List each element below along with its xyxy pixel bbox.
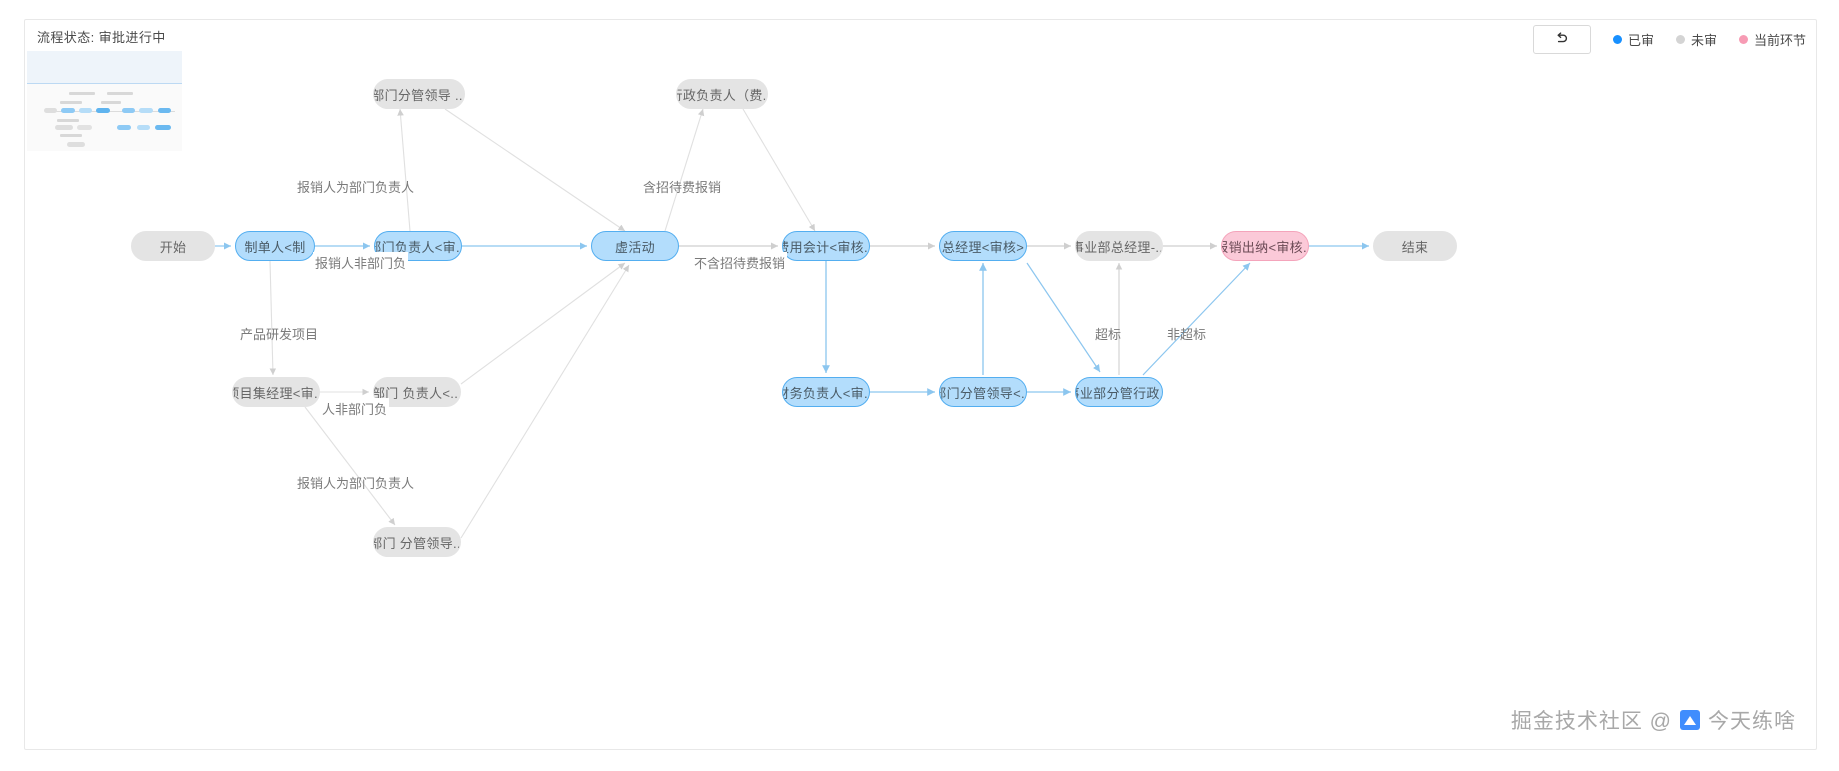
edge-label-text: 人非部门负 xyxy=(322,402,388,417)
minimap-node xyxy=(77,125,92,130)
minimap-label xyxy=(60,134,82,137)
minimap-node xyxy=(79,108,92,113)
node-virtual-activity[interactable]: 虚活动 xyxy=(591,231,679,261)
node-end[interactable]: 结束 xyxy=(1373,231,1457,261)
node-label: 财务负责人<审... xyxy=(782,385,869,401)
watermark: 掘金技术社区 @ 今天练啥 xyxy=(1511,705,1796,735)
minimap-node xyxy=(55,125,73,130)
node-bu-general-manager[interactable]: 事业部总经理-... xyxy=(1075,231,1163,261)
node-start[interactable]: 开始 xyxy=(131,231,215,261)
node-label: 开始 xyxy=(159,239,187,255)
edge-label-reporter-is-dept-head-bottom: 报销人为部门负责人 xyxy=(297,473,414,492)
edge-label-rnd-project: 产品研发项目 xyxy=(240,324,318,343)
minimap-label xyxy=(60,101,82,104)
minimap-node xyxy=(122,108,135,113)
minimap-label xyxy=(57,119,79,122)
node-label: 虚活动 xyxy=(615,239,655,255)
node-label: 报销出纳<审核... xyxy=(1221,239,1308,255)
minimap-thumbnail[interactable] xyxy=(27,51,182,151)
legend-dot-reviewed xyxy=(1612,34,1622,44)
watermark-text-right: 今天练啥 xyxy=(1708,710,1796,733)
node-label: 项目集经理<审... xyxy=(232,385,319,401)
edge-label-reporter-not-dept-head-bottom: 人非部门负 xyxy=(320,398,390,419)
node-finance-head[interactable]: 财务负责人<审... xyxy=(782,377,870,407)
edge-label-text: 报销人为部门负责人 xyxy=(297,180,415,195)
legend-label-unreviewed: 未审 xyxy=(1690,32,1717,48)
minimap-edge xyxy=(45,111,175,112)
node-label: 行政负责人（费... xyxy=(676,87,767,103)
minimap-node xyxy=(139,108,153,113)
edge-label-text: 不含招待费报销 xyxy=(694,256,786,271)
workflow-card: 流程状态: 审批进行中 已审 未审 当前环节 xyxy=(24,19,1817,750)
node-fee-accountant[interactable]: 费用会计<审核... xyxy=(782,231,870,261)
edge-label-reporter-is-dept-head-top: 报销人为部门负责人 xyxy=(297,177,414,196)
legend-bar: 已审 未审 当前环节 xyxy=(1532,24,1806,54)
node-admin-head[interactable]: 行政负责人（费... xyxy=(676,79,768,109)
node-bu-admin[interactable]: 事业部分管行政... xyxy=(1075,377,1163,407)
minimap-node xyxy=(137,125,150,130)
edge-label-not-over-standard: 非超标 xyxy=(1167,324,1206,343)
undo-icon[interactable] xyxy=(1532,24,1591,54)
node-label: 事业部分管行政... xyxy=(1076,385,1162,401)
minimap-label xyxy=(101,101,121,104)
node-label: 部门分管领导<... xyxy=(939,385,1026,401)
node-label: 结束 xyxy=(1401,239,1429,255)
node-label: 部门 分管领导... xyxy=(373,535,461,551)
minimap-viewport[interactable] xyxy=(27,51,182,84)
edge-label-text: 产品研发项目 xyxy=(240,327,319,342)
juejin-logo-icon xyxy=(1680,710,1700,730)
undo-glyph xyxy=(1557,32,1567,43)
legend-item-unreviewed[interactable]: 未审 xyxy=(1675,30,1717,49)
legend-label-current: 当前环节 xyxy=(1753,32,1806,48)
node-label: 事业部总经理-... xyxy=(1075,239,1163,255)
minimap-node xyxy=(61,108,75,113)
minimap-node xyxy=(155,125,171,130)
minimap-node xyxy=(67,142,85,147)
legend-label-reviewed: 已审 xyxy=(1627,32,1654,48)
edge-label-text: 非超标 xyxy=(1167,327,1207,342)
legend-dot-current xyxy=(1738,34,1748,44)
node-dept-leader-top[interactable]: 部门分管领导 ... xyxy=(373,79,465,109)
edge-label-text: 报销人非部门负 xyxy=(315,256,407,271)
legend-item-reviewed[interactable]: 已审 xyxy=(1612,30,1654,49)
graph-canvas[interactable]: 开始 制单人<制 部门负责人<审... 虚活动 费用会计<审核... 总经理<审… xyxy=(25,20,1818,751)
node-dept-leader-right[interactable]: 部门分管领导<... xyxy=(939,377,1027,407)
minimap-node xyxy=(117,125,131,130)
node-program-manager[interactable]: 项目集经理<审... xyxy=(232,377,320,407)
edge-label-text: 含招待费报销 xyxy=(643,180,722,195)
watermark-text-left: 掘金技术社区 @ xyxy=(1510,710,1672,733)
node-reimbursement-cashier[interactable]: 报销出纳<审核... xyxy=(1221,231,1309,261)
node-label: 总经理<审核> xyxy=(941,239,1025,255)
node-label: 部门分管领导 ... xyxy=(373,87,465,103)
node-general-manager[interactable]: 总经理<审核> xyxy=(939,231,1027,261)
edge-label-text: 超标 xyxy=(1095,327,1122,342)
minimap-label xyxy=(69,92,95,95)
node-dept-leader-bottom[interactable]: 部门 分管领导... xyxy=(373,527,461,557)
node-maker[interactable]: 制单人<制 xyxy=(235,231,315,261)
edge-label-reporter-not-dept-head-top: 报销人非部门负 xyxy=(313,252,409,273)
edge-label-text: 报销人为部门负责人 xyxy=(297,476,415,491)
minimap-node xyxy=(158,108,171,113)
edge-label-with-entertainment-fee: 含招待费报销 xyxy=(643,177,721,196)
node-label: 制单人<制 xyxy=(244,239,306,255)
edge-label-over-standard: 超标 xyxy=(1095,324,1121,343)
legend-item-current[interactable]: 当前环节 xyxy=(1738,30,1806,49)
minimap-label xyxy=(107,92,133,95)
legend-dot-unreviewed xyxy=(1675,34,1685,44)
node-label: 费用会计<审核... xyxy=(782,239,869,255)
minimap-node xyxy=(44,108,57,113)
process-status-label: 流程状态: 审批进行中 xyxy=(37,30,166,45)
minimap-node xyxy=(96,108,110,113)
edge-label-without-entertainment-fee: 不含招待费报销 xyxy=(692,252,788,273)
